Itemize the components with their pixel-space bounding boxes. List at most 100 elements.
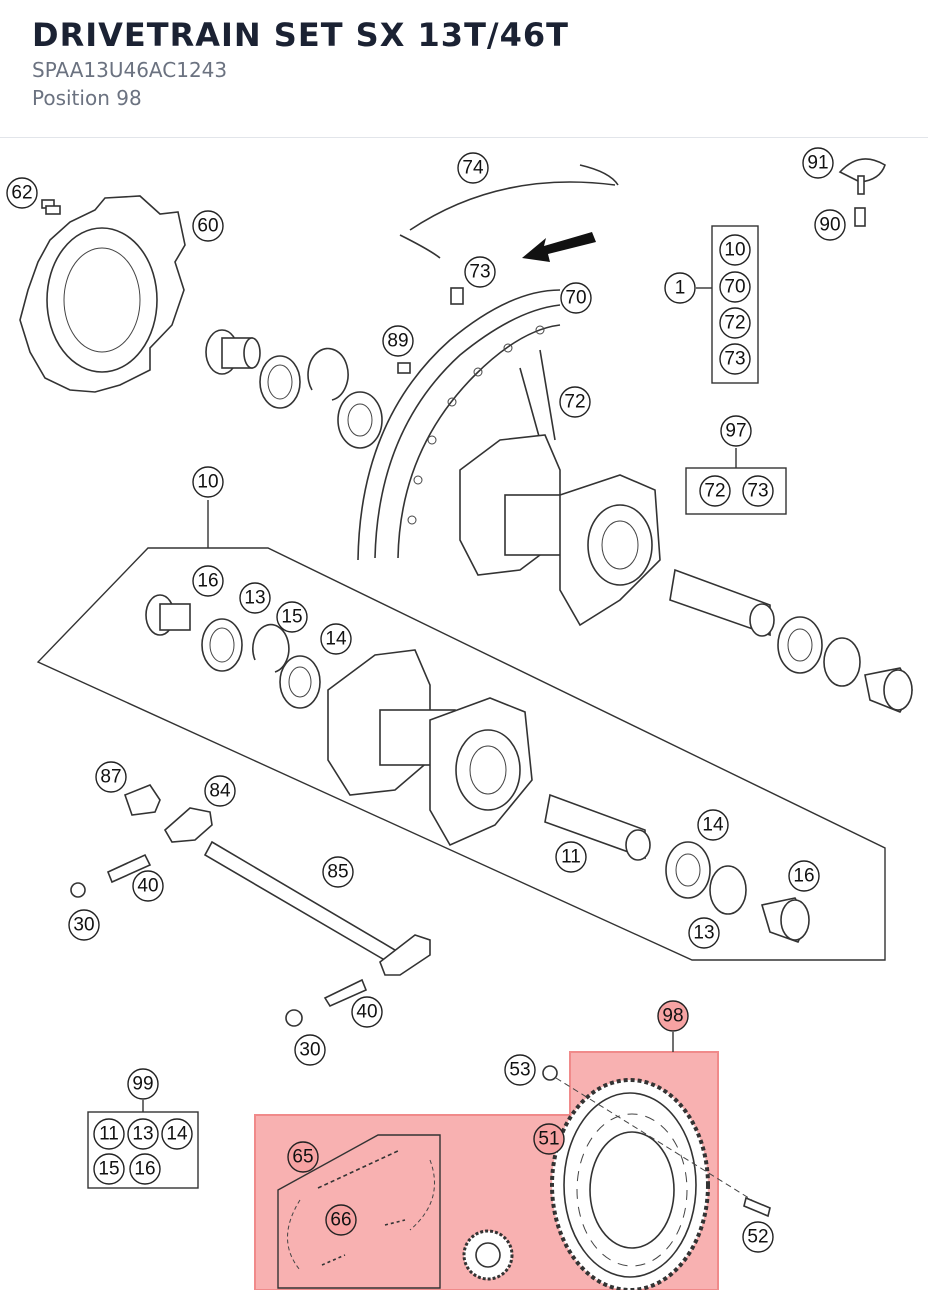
svg-text:73: 73 [469,262,490,283]
svg-text:15: 15 [281,607,302,628]
chain-box [277,1134,441,1289]
svg-text:72: 72 [704,481,725,502]
callout-53[interactable]: 53 [504,1054,536,1086]
svg-text:16: 16 [134,1159,155,1180]
upper-hub-part [459,434,661,627]
callout-group99-11[interactable]: 11 [93,1118,125,1150]
callout-99[interactable]: 99 [127,1068,159,1100]
svg-text:15: 15 [98,1159,119,1180]
svg-text:14: 14 [166,1124,188,1145]
callout-10[interactable]: 10 [192,466,224,498]
callout-group1-72[interactable]: 72 [719,307,751,339]
svg-text:99: 99 [132,1074,153,1095]
callout-group97-73[interactable]: 73 [742,475,774,507]
callout-60[interactable]: 60 [192,210,224,242]
svg-text:60: 60 [197,216,218,237]
brake-disc-part [19,195,186,393]
group-box-97 [685,448,787,515]
group-box-1 [696,225,759,384]
callout-40-lower[interactable]: 40 [351,996,383,1028]
callout-group99-15[interactable]: 15 [93,1153,125,1185]
svg-text:65: 65 [292,1147,313,1168]
svg-text:70: 70 [565,288,586,309]
callout-84[interactable]: 84 [204,775,236,807]
front-sprocket-part [462,1229,514,1281]
callout-15[interactable]: 15 [276,601,308,633]
svg-text:52: 52 [747,1227,768,1248]
callout-30[interactable]: 30 [68,909,100,941]
svg-text:87: 87 [100,767,121,788]
svg-text:62: 62 [11,183,32,204]
callout-72[interactable]: 72 [559,386,591,418]
callout-70[interactable]: 70 [560,282,592,314]
callout-13[interactable]: 13 [239,582,271,614]
callout-66[interactable]: 66 [325,1204,357,1236]
callout-group99-16[interactable]: 16 [129,1153,161,1185]
callout-11[interactable]: 11 [555,841,587,873]
callout-1[interactable]: 1 [664,272,696,304]
callout-91[interactable]: 91 [802,147,834,179]
callout-62[interactable]: 62 [6,177,38,209]
callout-97[interactable]: 97 [720,415,752,447]
callout-16[interactable]: 16 [192,565,224,597]
callout-52[interactable]: 52 [742,1221,774,1253]
svg-text:11: 11 [561,847,581,868]
callout-group99-13[interactable]: 13 [127,1118,159,1150]
rim-part [357,289,561,561]
callout-13-lower[interactable]: 13 [688,917,720,949]
svg-text:72: 72 [724,313,745,334]
callout-16-lower[interactable]: 16 [788,860,820,892]
callout-73[interactable]: 73 [464,256,496,288]
callout-98[interactable]: 98 [657,1000,689,1032]
group-box-99 [87,1100,199,1189]
svg-text:85: 85 [327,862,348,883]
svg-text:74: 74 [462,158,484,179]
svg-text:30: 30 [299,1040,320,1061]
callout-89[interactable]: 89 [382,325,414,357]
svg-text:11: 11 [99,1124,119,1145]
sprocket-fasteners [542,1065,771,1218]
exploded-parts-diagram: 62 60 74 73 70 89 72 91 90 10 70 72 73 1… [6,147,913,1290]
svg-text:10: 10 [197,472,218,493]
svg-text:70: 70 [724,277,745,298]
spokes-part [519,349,556,441]
callout-90[interactable]: 90 [814,209,846,241]
rear-sprocket-part [550,1078,710,1290]
svg-text:16: 16 [197,571,218,592]
callout-14[interactable]: 14 [320,623,352,655]
callout-group97-72[interactable]: 72 [699,475,731,507]
svg-text:53: 53 [509,1060,530,1081]
callout-65[interactable]: 65 [287,1141,319,1173]
part-code: SPAA13U46AC1243 [32,58,228,82]
valve-part [450,287,464,305]
callout-85[interactable]: 85 [322,856,354,888]
svg-text:89: 89 [387,331,408,352]
callout-74[interactable]: 74 [457,152,489,184]
callout-51[interactable]: 51 [533,1123,565,1155]
svg-text:14: 14 [325,629,347,650]
svg-text:10: 10 [724,240,745,261]
callout-40[interactable]: 40 [132,870,164,902]
callout-group99-14[interactable]: 14 [161,1118,193,1150]
upper-right-spacer-set [669,568,913,714]
page-title: DRIVETRAIN SET SX 13T/46T [32,16,569,54]
position-label: Position 98 [32,86,142,110]
svg-text:1: 1 [675,278,686,299]
svg-text:73: 73 [724,349,745,370]
callout-14-lower[interactable]: 14 [697,809,729,841]
callout-30-lower[interactable]: 30 [294,1034,326,1066]
disc-bolt-part [41,199,61,215]
svg-text:97: 97 [725,421,746,442]
svg-text:91: 91 [807,153,828,174]
callout-87[interactable]: 87 [95,761,127,793]
svg-text:13: 13 [693,923,714,944]
nipple-part [397,362,411,374]
callout-group1-10[interactable]: 10 [719,234,751,266]
callout-group1-73[interactable]: 73 [719,343,751,375]
hub-assembly-box [36,500,886,961]
rotation-arrow-icon [522,232,596,262]
axle-parts [70,784,431,1027]
svg-text:66: 66 [330,1210,351,1231]
callout-group1-70[interactable]: 70 [719,271,751,303]
svg-text:13: 13 [132,1124,153,1145]
